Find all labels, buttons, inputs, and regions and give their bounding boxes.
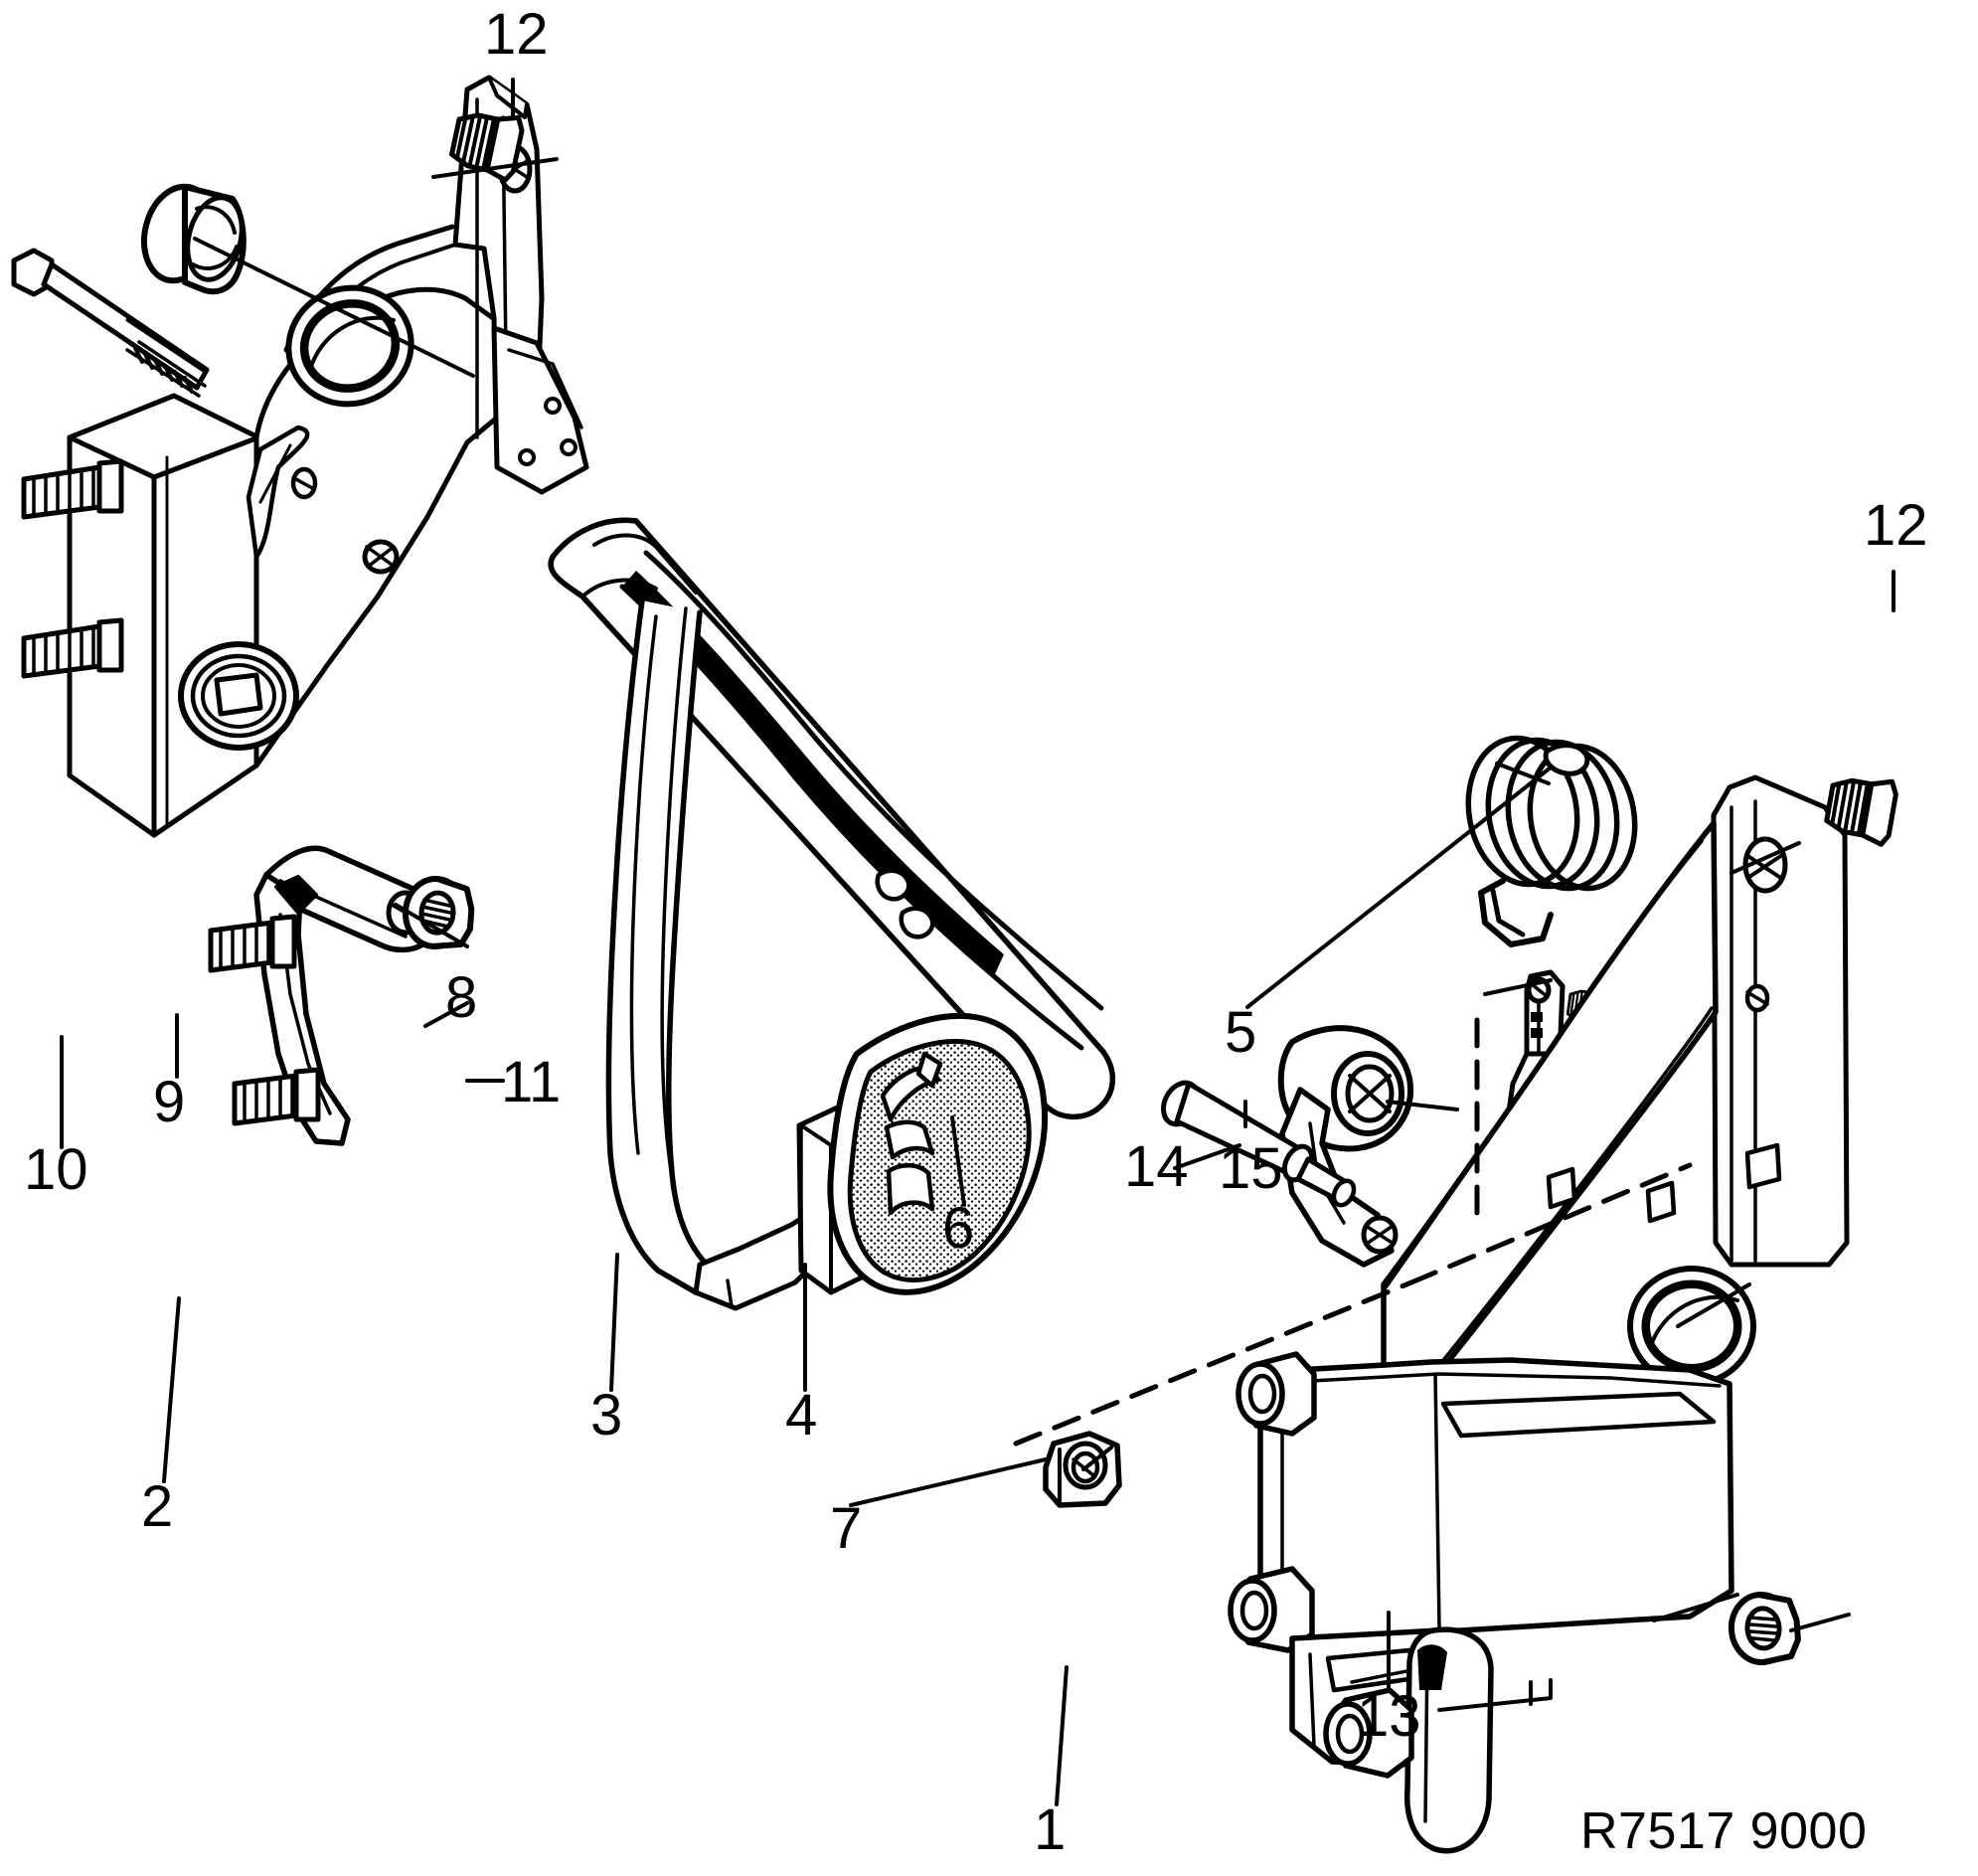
callout-12-upper-right: 12 (1864, 493, 1928, 558)
pivot-pin-shape (1160, 1080, 1357, 1208)
pivot-bush-shape (141, 183, 247, 295)
connecting-link-shape (208, 845, 439, 1146)
return-spring-shape (1465, 735, 1638, 947)
bracket-boss-lower (1228, 1566, 1315, 1653)
callout-12-upper-left: 12 (484, 2, 549, 67)
callout-8: 8 (445, 965, 478, 1030)
pivot-bolt-shape (11, 248, 210, 398)
callout-11: 11 (501, 1050, 562, 1114)
flange-nut-11 (404, 877, 474, 948)
pedal-rubber-pad-shape (827, 1012, 1048, 1295)
callout-6: 6 (942, 1196, 975, 1261)
leader-lines (60, 78, 1896, 1806)
link-stud-upper (208, 914, 297, 973)
callout-1: 1 (1034, 1797, 1067, 1862)
right-pedal-bracket-shape (1228, 774, 1850, 1854)
callout-5: 5 (1225, 1000, 1257, 1065)
assembly-axis-dashed (1013, 1001, 1693, 1447)
callout-3: 3 (590, 1383, 623, 1448)
callout-14: 14 (1124, 1134, 1189, 1199)
callout-7: 7 (830, 1496, 863, 1561)
callout-10: 10 (24, 1137, 88, 1202)
left-bracket-stud-lower (21, 617, 124, 679)
left-bracket-stud-upper (21, 458, 124, 520)
bracket-boss-upper (1236, 1351, 1317, 1437)
link-stud-lower (232, 1067, 321, 1126)
callout-9: 9 (153, 1070, 186, 1134)
callout-2: 2 (141, 1474, 174, 1539)
flange-nut-13 (1730, 1593, 1800, 1664)
callout-15: 15 (1219, 1136, 1283, 1201)
left-pedal-bracket-shape (21, 75, 589, 838)
callout-4: 4 (785, 1383, 818, 1448)
drawing-reference-code: R7517 9000 (1580, 1802, 1868, 1860)
callout-13: 13 (1357, 1684, 1421, 1749)
